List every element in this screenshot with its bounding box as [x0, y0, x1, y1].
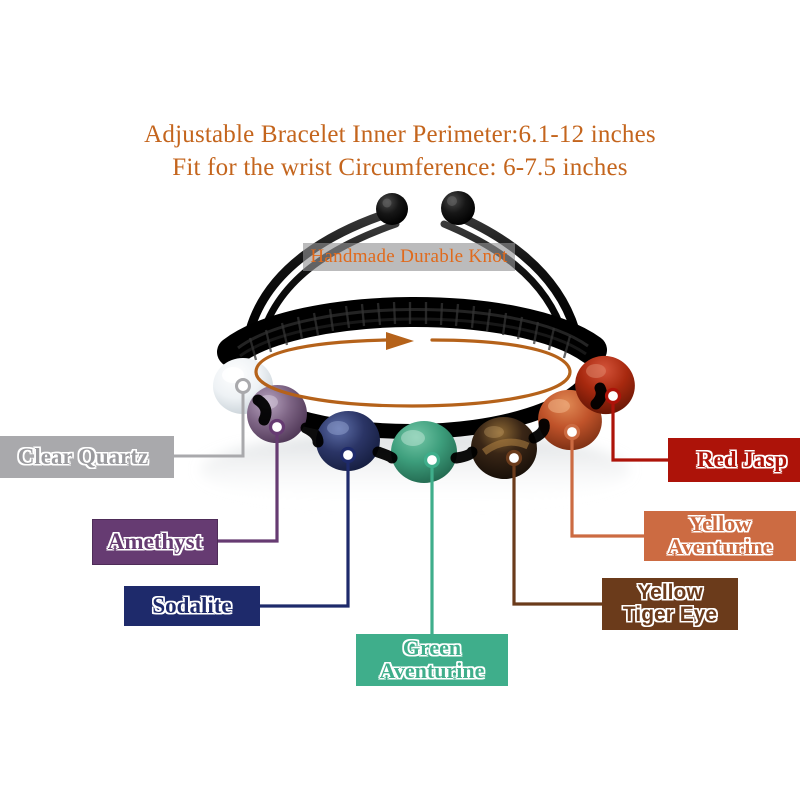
headline-perimeter: Adjustable Bracelet Inner Perimeter:6.1-… — [144, 121, 656, 148]
label-sodalite: Sodalite — [124, 586, 260, 626]
connector-red-jasper — [604, 387, 668, 462]
label-amethyst: Amethyst — [92, 519, 218, 565]
connector-green-aventurine — [423, 451, 441, 634]
label-green-aventurine: Green Aventurine — [356, 634, 508, 686]
label-text-green-line2: Aventurine — [379, 658, 485, 683]
label-yellow-tiger-eye: Yellow Tiger Eye — [602, 578, 738, 630]
label-text-amethyst: Amethyst — [107, 529, 203, 555]
label-text-tigereye-line2: Tiger Eye — [622, 603, 718, 626]
headline-wrist-fit: Fit for the wrist Circumference: 6-7.5 i… — [172, 154, 628, 181]
connector-yellow-tiger-eye — [505, 449, 602, 606]
label-text-sodalite: Sodalite — [152, 593, 232, 619]
label-text-red-jasper: Red Jasp — [696, 447, 788, 473]
label-text-green-line1: Green — [402, 635, 462, 661]
connector-yellow-aventurine — [563, 423, 644, 538]
knot-label: Handmade Durable Knot — [303, 243, 515, 271]
label-clear-quartz: Clear Quartz — [0, 436, 174, 478]
connector-clear-quartz — [174, 378, 251, 458]
label-text-yellowav-line1: Yellow — [688, 511, 752, 537]
label-yellow-aventurine: Yellow Aventurine — [644, 511, 796, 561]
connector-sodalite — [260, 446, 357, 608]
label-text-clear-quartz: Clear Quartz — [17, 444, 149, 470]
label-red-jasper: Red Jasp — [668, 438, 800, 482]
connector-amethyst — [216, 418, 286, 543]
label-text-yellowav-line2: Aventurine — [667, 534, 773, 559]
label-text-tigereye-line1: Yellow — [637, 581, 703, 605]
adjust-arrow-group — [254, 332, 572, 408]
